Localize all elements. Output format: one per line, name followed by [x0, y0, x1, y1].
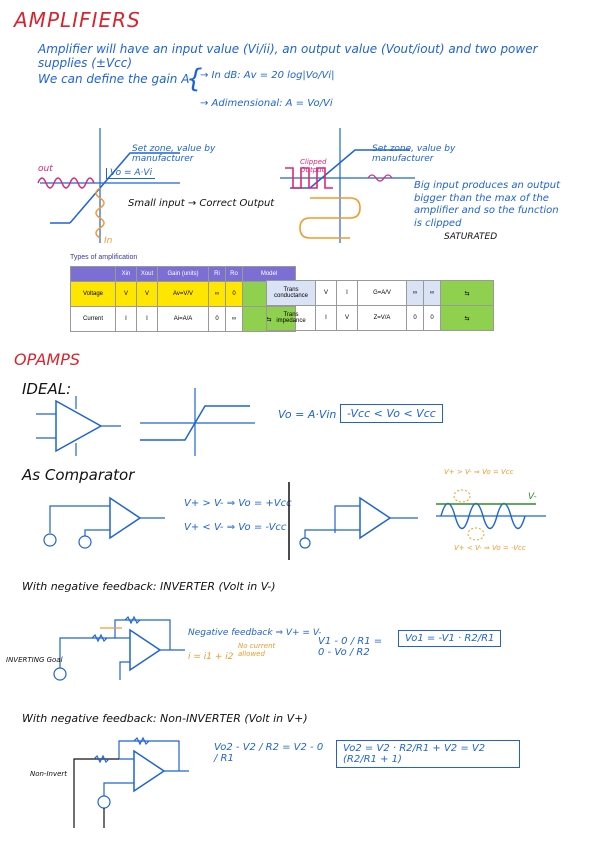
table-header-row: Xin Xout Gain (units) Ri Ro Model: [70, 266, 296, 282]
table-row: Voltage V V Av=V/V ∞ 0 ⇆: [70, 281, 296, 307]
ideal-range-box: -Vcc < Vo < Vcc: [340, 404, 443, 423]
row-ro: ∞: [225, 306, 243, 332]
comparator-vminus: V-: [528, 492, 537, 502]
noninverter-circuit: [73, 736, 189, 828]
comparator-circuit-right: [299, 496, 418, 549]
inverter-note-current: i = i1 + i2: [188, 652, 234, 662]
inverter-result-box: Vo1 = -V1 · R2/R1: [398, 630, 502, 647]
row-ri: 0: [208, 306, 226, 332]
ideal-transfer-plot: [140, 388, 255, 456]
row-ri: 0: [406, 305, 424, 331]
comparator-circuit-left: [43, 496, 165, 549]
table-row: Current I I Ai=A/A 0 ∞ ⇆: [70, 306, 296, 332]
fig2-caption: Big input produces an output bigger than…: [414, 180, 560, 229]
fig2-set-zone-note: Set zone, value by manufacturer: [372, 144, 456, 164]
table-header-cell: Xout: [136, 266, 158, 282]
row-name: Current: [70, 306, 116, 332]
row-ri: ∞: [208, 281, 226, 307]
row-in: V: [115, 281, 137, 307]
fig2-clipped-label: Clipped Output: [300, 158, 327, 174]
comparator-note-bottom: V+ < V- ⇒ Vo = -Vcc: [454, 544, 526, 552]
row-gain: G=A/V: [357, 280, 407, 306]
noninverter-title: With negative feedback: Non-INVERTER (Vo…: [22, 712, 308, 725]
row-out: I: [136, 306, 158, 332]
fig1-set-zone-note: Set zone, value by manufacturer: [132, 144, 216, 164]
model-diagram: ⇆: [440, 305, 494, 331]
table-header-cell: Xin: [115, 266, 137, 282]
gain-brace: {: [186, 64, 203, 94]
row-in: I: [315, 305, 337, 331]
row-ro: ∞: [423, 280, 441, 306]
inverter-equation: V1 - 0 / R1 = 0 - Vo / R2: [318, 636, 383, 658]
table-header-cell: Ro: [225, 266, 243, 282]
fig1-caption: Small input → Correct Output: [128, 198, 275, 209]
row-name: Voltage: [70, 281, 116, 307]
amplification-table-right: Trans conductance V I G=A/V ∞ ∞ ⇆ Trans …: [266, 280, 494, 331]
ideal-equation: Vo = A·Vin: [278, 408, 337, 421]
inverter-label: INVERTING Goal: [6, 656, 63, 664]
noninverter-result-box: Vo2 = V2 · R2/R1 + V2 = V2 (R2/R1 + 1): [336, 740, 520, 768]
row-ro: 0: [225, 281, 243, 307]
fig1-equation: Vo = A·Vi: [106, 168, 156, 179]
noninverter-label: Non-Invert: [30, 770, 68, 778]
row-out: I: [336, 280, 358, 306]
noninverter-equation: Vo2 - V2 / R2 = V2 - 0 / R1: [214, 742, 324, 764]
fig1-in-label: In: [104, 236, 113, 246]
row-ro: 0: [423, 305, 441, 331]
inverter-note-no-current: No current allowed: [238, 642, 276, 658]
row-in: I: [115, 306, 137, 332]
amplifiers-line-1: Amplifier will have an input value (Vi/i…: [38, 42, 538, 70]
table-row: Trans conductance V I G=A/V ∞ ∞ ⇆: [266, 280, 494, 306]
transfer-figure-linear: [37, 128, 180, 243]
comparator-eq-1: V+ > V- ⇒ Vo = +Vcc: [184, 498, 292, 509]
table-header-cell: Model: [242, 266, 296, 282]
model-diagram: ⇆: [440, 280, 494, 306]
transfer-figure-clipped: [280, 128, 415, 243]
table-header-cell: [70, 266, 116, 282]
fig1-out-label: out: [38, 164, 53, 174]
row-ri: ∞: [406, 280, 424, 306]
row-gain: Av=V/V: [157, 281, 209, 307]
gain-db: → In dB: Av = 20 log|Vo/Vi|: [200, 70, 335, 81]
amplifiers-title: AMPLIFIERS: [14, 8, 141, 32]
gain-adim: → Adimensional: A = Vo/Vi: [200, 98, 333, 109]
ideal-title: IDEAL:: [22, 380, 72, 398]
row-gain: Z=V/A: [357, 305, 407, 331]
comparator-waveform: [436, 489, 546, 541]
opamps-title: OPAMPS: [14, 350, 80, 369]
comparator-note-top: V+ > V- ⇒ Vo = Vcc: [444, 468, 514, 476]
fig2-saturated: SATURATED: [444, 232, 498, 242]
row-name: Trans conductance: [266, 280, 316, 306]
row-out: V: [136, 281, 158, 307]
comparator-divider: [288, 482, 290, 560]
inverter-title: With negative feedback: INVERTER (Volt i…: [22, 580, 276, 593]
amplification-table: Xin Xout Gain (units) Ri Ro Model Voltag…: [70, 266, 296, 332]
comparator-title: As Comparator: [22, 466, 135, 484]
row-name: Trans impedance: [266, 305, 316, 331]
inverter-circuit: [53, 615, 185, 681]
comparator-eq-2: V+ < V- ⇒ Vo = -Vcc: [184, 522, 287, 533]
row-out: V: [336, 305, 358, 331]
table-title: Types of amplification: [70, 254, 138, 261]
table-header-cell: Ri: [208, 266, 226, 282]
table-header-cell: Gain (units): [157, 266, 209, 282]
inverter-note-feedback: Negative feedback ⇒ V+ = V-: [188, 628, 322, 638]
table-row: Trans impedance I V Z=V/A 0 0 ⇆: [266, 305, 494, 331]
row-gain: Ai=A/A: [157, 306, 209, 332]
ideal-opamp-symbol: [36, 396, 121, 456]
row-in: V: [315, 280, 337, 306]
amplifiers-line-2: We can define the gain A: [38, 72, 190, 86]
